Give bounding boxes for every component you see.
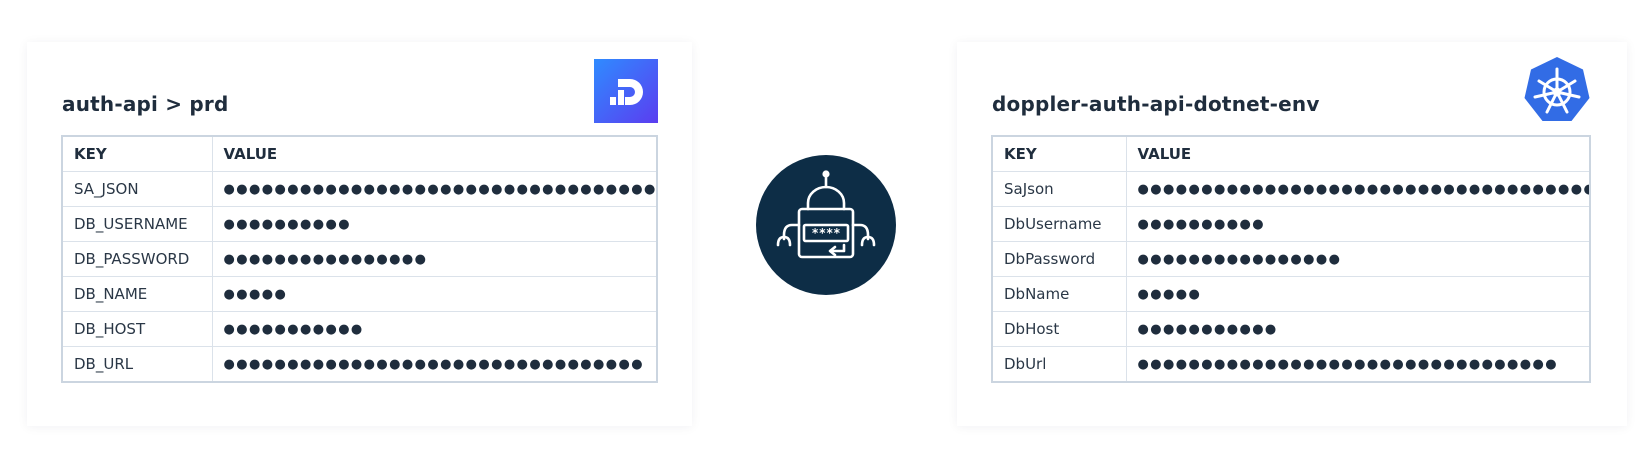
kubernetes-helm-icon: [1524, 57, 1590, 121]
doppler-secrets-table: KEY VALUE SA_JSON ●●●●●●●●●●●●●●●●●●●●●●…: [61, 135, 658, 383]
secret-value-masked: ●●●●●●●●●●●●●●●●●●●●●●●●●●●●●●●●●●●●●: [1125, 171, 1591, 207]
secret-value-masked: ●●●●●●●●●●●●●●●●●●●●●●●●●●●●●●●●●: [1125, 346, 1591, 383]
secret-key: DbUsername: [991, 206, 1127, 242]
value-column-header: VALUE: [211, 135, 658, 172]
secret-value-masked: ●●●●●: [211, 276, 658, 312]
doppler-secrets-card: auth-api > prd KEY VALUE SA_JSON ●●●●●●●…: [27, 42, 692, 426]
secret-key: SaJson: [991, 171, 1127, 207]
robot-password-sync-icon: ****: [756, 155, 896, 295]
table-row: DbPassword ●●●●●●●●●●●●●●●●: [991, 241, 1591, 277]
secret-key: DbHost: [991, 311, 1127, 347]
secret-key: DB_URL: [61, 346, 213, 383]
kubernetes-secret-title: doppler-auth-api-dotnet-env: [992, 92, 1320, 116]
secret-key: DB_USERNAME: [61, 206, 213, 242]
table-row: DbUrl ●●●●●●●●●●●●●●●●●●●●●●●●●●●●●●●●●: [991, 346, 1591, 383]
table-row: DB_HOST ●●●●●●●●●●●: [61, 311, 658, 347]
table-row: DB_USERNAME ●●●●●●●●●●: [61, 206, 658, 242]
table-row: SaJson ●●●●●●●●●●●●●●●●●●●●●●●●●●●●●●●●●…: [991, 171, 1591, 207]
kubernetes-secret-table: KEY VALUE SaJson ●●●●●●●●●●●●●●●●●●●●●●●…: [991, 135, 1591, 383]
doppler-logo-icon: [594, 59, 658, 123]
table-header-row: KEY VALUE: [61, 135, 658, 172]
table-row: DB_NAME ●●●●●: [61, 276, 658, 312]
value-column-header: VALUE: [1125, 135, 1591, 172]
table-row: DB_PASSWORD ●●●●●●●●●●●●●●●●: [61, 241, 658, 277]
table-row: DbHost ●●●●●●●●●●●: [991, 311, 1591, 347]
secret-key: DbName: [991, 276, 1127, 312]
secret-value-masked: ●●●●●●●●●●●: [1125, 311, 1591, 347]
secret-key: SA_JSON: [61, 171, 213, 207]
table-row: DbName ●●●●●: [991, 276, 1591, 312]
password-mask-text: ****: [812, 226, 841, 240]
table-row: DB_URL ●●●●●●●●●●●●●●●●●●●●●●●●●●●●●●●●●: [61, 346, 658, 383]
secret-value-masked: ●●●●●●●●●●: [211, 206, 658, 242]
table-row: DbUsername ●●●●●●●●●●: [991, 206, 1591, 242]
secret-value-masked: ●●●●●●●●●●: [1125, 206, 1591, 242]
table-header-row: KEY VALUE: [991, 135, 1591, 172]
secret-key: DB_NAME: [61, 276, 213, 312]
secret-value-masked: ●●●●●●●●●●●●●●●●●●●●●●●●●●●●●●●●●●●●●: [211, 171, 658, 207]
secret-value-masked: ●●●●●: [1125, 276, 1591, 312]
kubernetes-secret-card: doppler-auth-api-dotnet-env KEY VALUE Sa…: [957, 42, 1627, 426]
secret-key: DbUrl: [991, 346, 1127, 383]
doppler-config-title: auth-api > prd: [62, 92, 229, 116]
secret-value-masked: ●●●●●●●●●●●: [211, 311, 658, 347]
secret-value-masked: ●●●●●●●●●●●●●●●●●●●●●●●●●●●●●●●●●: [211, 346, 658, 383]
secret-value-masked: ●●●●●●●●●●●●●●●●: [1125, 241, 1591, 277]
secret-value-masked: ●●●●●●●●●●●●●●●●: [211, 241, 658, 277]
key-column-header: KEY: [61, 135, 213, 172]
secret-key: DB_HOST: [61, 311, 213, 347]
secret-key: DB_PASSWORD: [61, 241, 213, 277]
key-column-header: KEY: [991, 135, 1127, 172]
table-row: SA_JSON ●●●●●●●●●●●●●●●●●●●●●●●●●●●●●●●●…: [61, 171, 658, 207]
secret-key: DbPassword: [991, 241, 1127, 277]
